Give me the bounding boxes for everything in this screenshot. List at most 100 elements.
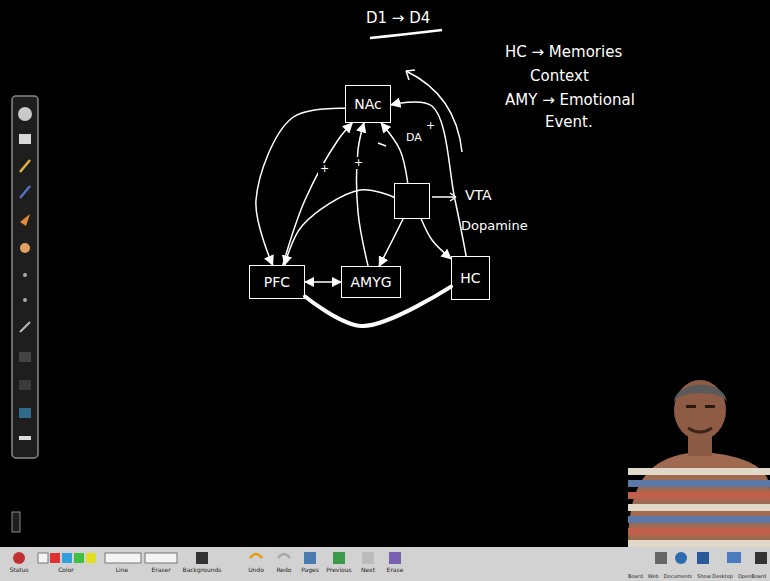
- edge-label: +: [352, 157, 365, 169]
- pathway-arrow: [357, 123, 368, 266]
- toolbar-label: Line: [116, 567, 129, 574]
- decor-shape: [333, 552, 345, 564]
- toolbar-label: Status: [9, 567, 28, 574]
- decor-shape: [50, 553, 60, 563]
- toolbar-label: Next: [361, 567, 375, 574]
- board-title: D1 → D4: [366, 9, 430, 27]
- toolbar-label: Pages: [301, 567, 319, 574]
- toolbar-label: Backgrounds: [183, 567, 222, 574]
- decor-shape: [686, 405, 696, 408]
- decor-shape: [250, 554, 262, 558]
- toolbar-label: Documents: [664, 574, 693, 580]
- decor-shape: [19, 352, 31, 362]
- decor-shape: [389, 552, 401, 564]
- decor-shape: [0, 547, 770, 581]
- decor-shape: [20, 243, 30, 253]
- board-note: AMY → Emotional: [505, 92, 635, 109]
- pathway-arrow: [305, 281, 341, 283]
- decor-shape: [727, 552, 741, 563]
- pathway-arrow: [421, 219, 451, 259]
- toolbar-label: Redo: [276, 567, 291, 574]
- board-note: Context: [530, 68, 589, 85]
- pathway-arrow: [305, 287, 451, 326]
- edge-label: +: [318, 163, 331, 175]
- decor-shape: [362, 552, 374, 564]
- region-box: HC: [451, 256, 490, 300]
- decor-shape: [38, 553, 48, 563]
- decor-shape: [12, 96, 38, 458]
- decor-shape: [23, 298, 27, 302]
- region-box: NAc: [345, 85, 391, 123]
- node-label: PFC: [264, 274, 290, 290]
- decor-shape: [370, 30, 442, 38]
- decor-shape: [19, 134, 31, 144]
- decor-shape: [23, 273, 27, 277]
- decor-shape: [628, 516, 770, 523]
- decor-shape: [74, 553, 84, 563]
- toolbar-right-group: Board Web Documents Show Desktop OpenBoard: [628, 574, 766, 580]
- pathway-arrow: [256, 108, 345, 265]
- toolbar-label: Web: [648, 574, 659, 580]
- edge-label: DA: [404, 132, 424, 144]
- node-label: VTA: [465, 187, 492, 203]
- pathway-arrow: [285, 190, 394, 265]
- decor-shape: [628, 540, 770, 547]
- decor-shape: [628, 480, 770, 487]
- node-label: Dopamine: [461, 218, 528, 233]
- decor-shape: [278, 554, 290, 558]
- pathway-arrow: [391, 102, 466, 256]
- decor-shape: [145, 553, 177, 563]
- decor-shape: [105, 553, 141, 563]
- toolbar-label: Board: [628, 574, 643, 580]
- decor-shape: [20, 160, 30, 172]
- toolbar-label: OpenBoard: [738, 574, 766, 580]
- bottom-toolbar: [0, 547, 770, 581]
- decor-shape: [12, 512, 20, 532]
- node-label: NAc: [354, 96, 382, 112]
- node-label: AMYG: [350, 274, 391, 290]
- region-box: VTADopamine: [394, 183, 430, 219]
- decor-shape: [86, 553, 96, 563]
- decor-shape: [628, 468, 770, 475]
- pathway-arrow: [283, 123, 352, 265]
- decor-shape: [13, 552, 25, 564]
- decor-shape: [674, 380, 726, 440]
- chalk-marks: [370, 30, 462, 201]
- decor-shape: [20, 322, 30, 332]
- decor-shape: [378, 143, 386, 146]
- decor-shape: [18, 107, 32, 121]
- decor-shape: [675, 552, 687, 564]
- decor-shape: [688, 428, 712, 432]
- decor-shape: [19, 380, 31, 390]
- toolbar-label: Previous: [326, 567, 351, 574]
- decor-shape: [19, 408, 31, 418]
- region-box: AMYG: [341, 266, 401, 298]
- decor-shape: [655, 552, 667, 564]
- decor-shape: [20, 186, 30, 198]
- decor-shape: [628, 528, 770, 535]
- decor-shape: [628, 452, 770, 547]
- decor-shape: [62, 553, 72, 563]
- decor-shape: [432, 196, 456, 198]
- decor-shape: [674, 385, 727, 402]
- edge-label: +: [424, 120, 437, 132]
- board-note: HC → Memories: [505, 44, 622, 61]
- toolbar-label: Show Desktop: [697, 574, 733, 580]
- decor-shape: [628, 504, 770, 511]
- node-label: HC: [460, 270, 480, 286]
- decor-shape: [304, 552, 316, 564]
- toolbar-label: Erase: [387, 567, 404, 574]
- decor-shape: [20, 214, 30, 226]
- board-note: Event.: [545, 114, 593, 131]
- toolbar-label: Undo: [248, 567, 264, 574]
- toolbar-label: Color: [58, 567, 74, 574]
- decor-shape: [196, 552, 208, 564]
- decor-shape: [697, 552, 709, 564]
- region-box: PFC: [249, 265, 305, 299]
- toolbar-label: Eraser: [151, 567, 170, 574]
- decor-shape: [755, 552, 767, 564]
- decor-shape: [19, 436, 31, 440]
